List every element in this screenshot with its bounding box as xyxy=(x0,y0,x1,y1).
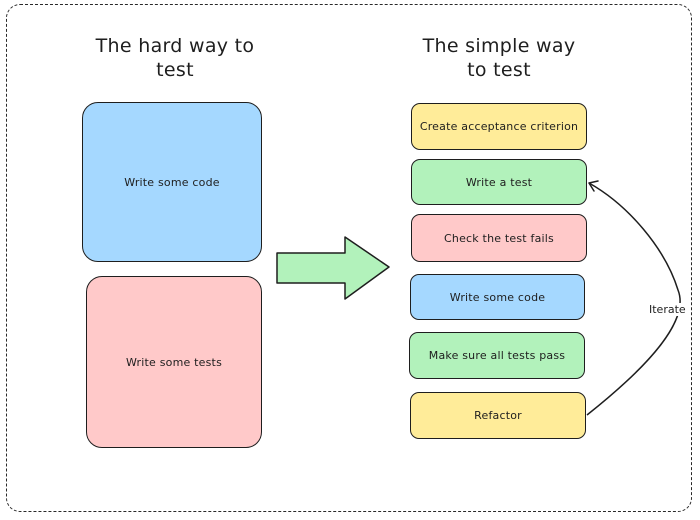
step-label: Refactor xyxy=(474,409,522,422)
step-label: Check the test fails xyxy=(444,231,554,245)
hard-way-tests-label: Write some tests xyxy=(125,355,223,369)
hard-way-code-label: Write some code xyxy=(124,175,220,189)
step-check-fails: Check the test fails xyxy=(411,214,587,262)
step-label: Make sure all tests pass xyxy=(428,349,566,362)
dashed-frame xyxy=(6,4,692,512)
hard-way-code-box: Write some code xyxy=(82,102,262,262)
step-write-code: Write some code xyxy=(410,274,585,320)
step-refactor: Refactor xyxy=(410,392,586,439)
hard-way-title: The hard way to test xyxy=(95,35,255,81)
step-label: Create acceptance criterion xyxy=(419,120,579,133)
iterate-label: Iterate xyxy=(648,303,687,316)
step-write-test: Write a test xyxy=(411,159,587,205)
simple-way-title: The simple way to test xyxy=(422,35,576,81)
step-label: Write a test xyxy=(465,175,533,189)
step-acceptance-criterion: Create acceptance criterion xyxy=(411,103,587,150)
hard-way-tests-box: Write some tests xyxy=(86,276,262,448)
step-tests-pass: Make sure all tests pass xyxy=(409,332,585,379)
step-label: Write some code xyxy=(449,290,546,304)
